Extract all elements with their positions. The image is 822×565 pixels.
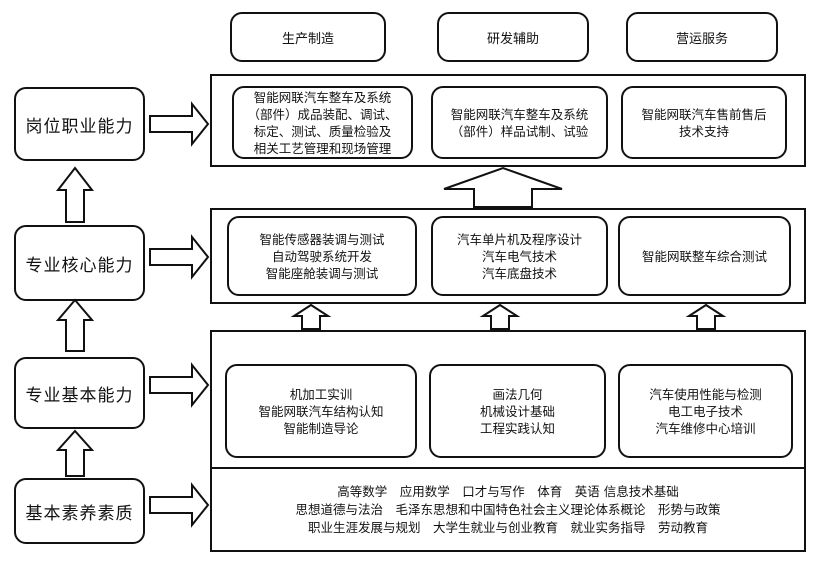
- basic-box-production: 机加工实训 智能网联汽车结构认知 智能制造导论: [225, 364, 417, 458]
- level-box-basic-ability: 专业基本能力: [14, 357, 145, 429]
- text-line: 机加工实训: [289, 386, 353, 402]
- text-line: 智能网联汽车结构认知: [258, 403, 384, 419]
- basic-quality-container: 高等数学 应用数学 口才与写作 体育 英语 信息技术基础 思想道德与法治 毛泽东…: [210, 467, 806, 552]
- up-arrow-icon: [55, 166, 95, 223]
- text-line: 标定、测试、质量检验及: [253, 123, 392, 139]
- text-line: 汽车使用性能与检测: [649, 386, 762, 402]
- text-line: 电工电子技术: [667, 403, 743, 419]
- up-arrow-icon: [290, 303, 332, 330]
- level-label: 基本素养素质: [25, 503, 134, 524]
- text-line: 自动驾驶系统开发: [271, 248, 372, 264]
- text-line: 工程实践认知: [479, 420, 555, 436]
- text-line: 汽车电气技术: [481, 248, 557, 264]
- domain-box-production: 生产制造: [230, 12, 386, 62]
- up-arrow-icon: [55, 298, 95, 352]
- text-line: 智能网联整车综合测试: [641, 248, 767, 264]
- level-label: 专业核心能力: [25, 255, 134, 276]
- domain-label: 营运服务: [675, 31, 728, 47]
- job-box-operations: 智能网联汽车售前售后 技术支持: [621, 86, 787, 159]
- text-line: 汽车维修中心培训: [655, 420, 756, 436]
- text-line: 智能网联汽车售前售后: [641, 106, 767, 122]
- text-line: 智能座舱装调与测试: [265, 265, 379, 281]
- basic-box-operations: 汽车使用性能与检测 电工电子技术 汽车维修中心培训: [618, 364, 793, 458]
- text-line: 智能网联汽车整车及系统: [253, 89, 392, 105]
- text-line: （部件）样品试制、试验: [450, 123, 589, 139]
- text-line: 相关工艺管理和现场管理: [253, 140, 392, 156]
- level-box-job-ability: 岗位职业能力: [14, 87, 145, 161]
- text-line: 汽车单片机及程序设计: [456, 231, 582, 247]
- text-line: 智能传感器装调与测试: [259, 231, 385, 247]
- text-line: 画法几何: [492, 386, 543, 402]
- course-line: 思想道德与法治 毛泽东思想和中国特色社会主义理论体系概论 形势与政策: [295, 502, 721, 517]
- level-box-basic-quality: 基本素养素质: [14, 478, 145, 544]
- job-box-rnd: 智能网联汽车整车及系统 （部件）样品试制、试验: [431, 86, 608, 159]
- up-arrow-icon: [55, 429, 95, 477]
- level-box-core-ability: 专业核心能力: [14, 225, 145, 301]
- right-arrow-icon: [149, 101, 210, 147]
- course-line: 职业生涯发展与规划 大学生就业与创业教育 就业实务指导 劳动教育: [307, 520, 708, 535]
- big-up-arrow-icon: [443, 166, 563, 208]
- up-arrow-icon: [685, 303, 727, 330]
- domain-label: 生产制造: [281, 31, 334, 47]
- text-line: （部件）成品装配、调试、: [247, 106, 398, 122]
- level-label: 岗位职业能力: [25, 116, 134, 137]
- up-arrow-icon: [479, 303, 521, 330]
- text-line: 智能制造导论: [283, 420, 359, 436]
- basic-quality-courses: 高等数学 应用数学 口才与写作 体育 英语 信息技术基础 思想道德与法治 毛泽东…: [212, 483, 804, 537]
- text-line: 技术支持: [678, 123, 729, 139]
- text-line: 智能网联汽车整车及系统: [450, 106, 589, 122]
- right-arrow-icon: [149, 362, 210, 408]
- domain-box-rnd: 研发辅助: [437, 12, 589, 62]
- text-line: 机械设计基础: [479, 403, 555, 419]
- core-box-operations: 智能网联整车综合测试: [618, 216, 791, 296]
- domain-box-operations: 营运服务: [626, 12, 778, 62]
- level-label: 专业基本能力: [25, 385, 134, 406]
- right-arrow-icon: [149, 482, 210, 528]
- right-arrow-icon: [149, 234, 210, 280]
- domain-label: 研发辅助: [486, 31, 539, 47]
- text-line: 汽车底盘技术: [481, 265, 557, 281]
- job-box-production: 智能网联汽车整车及系统 （部件）成品装配、调试、 标定、测试、质量检验及 相关工…: [232, 86, 413, 159]
- basic-box-rnd: 画法几何 机械设计基础 工程实践认知: [429, 364, 606, 458]
- core-box-production: 智能传感器装调与测试 自动驾驶系统开发 智能座舱装调与测试: [227, 216, 417, 296]
- course-line: 高等数学 应用数学 口才与写作 体育 英语 信息技术基础: [337, 484, 679, 499]
- core-box-rnd: 汽车单片机及程序设计 汽车电气技术 汽车底盘技术: [431, 216, 608, 296]
